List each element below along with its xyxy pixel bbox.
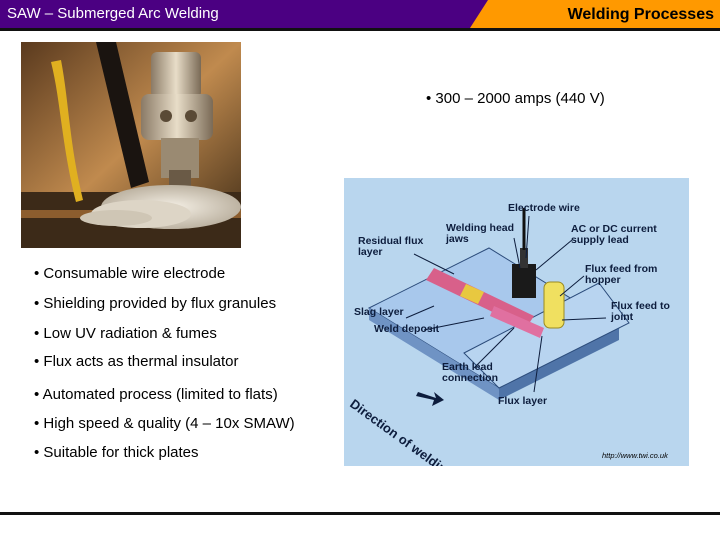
source-credit: http://www.twi.co.uk (602, 451, 668, 460)
header-divider (0, 28, 720, 31)
bullet-item: • Consumable wire electrode (34, 265, 226, 282)
saw-process-diagram: Electrode wire Welding head jaws AC or D… (344, 178, 689, 466)
label-residual-flux: Residual flux layer (358, 235, 424, 258)
label-flux-feed-joint: Flux feed to joint (611, 300, 670, 323)
section-title: Welding Processes (567, 6, 714, 23)
label-earth-lead: Earth lead connection (442, 361, 499, 384)
header-bar (0, 0, 490, 28)
label-current-lead: AC or DC current supply lead (571, 223, 657, 246)
bullet-item: • Automated process (limited to flats) (34, 386, 278, 403)
label-flux-feed-hopper: Flux feed from hopper (585, 263, 658, 286)
label-weld-deposit: Weld deposit (374, 323, 440, 335)
bullet-item: • Low UV radiation & fumes (34, 325, 217, 342)
bullet-item: • Suitable for thick plates (34, 444, 199, 461)
section-tab (470, 0, 720, 28)
label-slag-layer: Slag layer (354, 306, 404, 318)
label-flux-layer: Flux layer (498, 395, 548, 407)
slide-title: SAW – Submerged Arc Welding (7, 5, 219, 22)
label-electrode-wire: Electrode wire (508, 202, 580, 214)
label-welding-head: Welding head jaws (446, 222, 515, 245)
welding-photo (21, 42, 241, 248)
footer-divider (0, 512, 720, 515)
bullet-item: • Shielding provided by flux granules (34, 295, 277, 312)
amperage-bullet: • 300 – 2000 amps (440 V) (426, 90, 605, 107)
bullet-item: • Flux acts as thermal insulator (34, 353, 239, 370)
bullet-item: • High speed & quality (4 – 10x SMAW) (34, 415, 295, 432)
